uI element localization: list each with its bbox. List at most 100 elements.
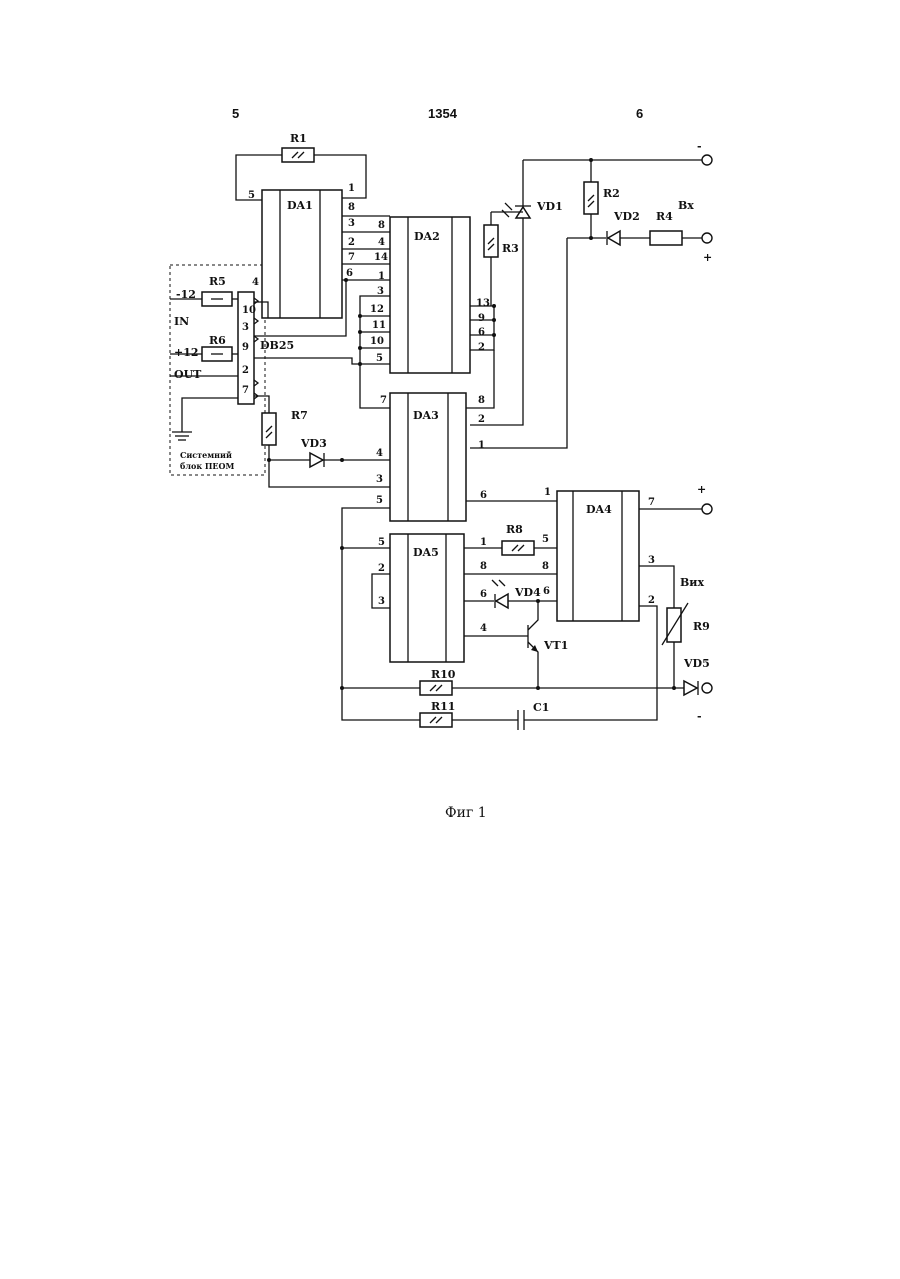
terminal-output-plus xyxy=(702,504,712,514)
terminal-input-plus-label: + xyxy=(703,251,712,264)
svg-text:8: 8 xyxy=(378,220,385,231)
svg-text:3: 3 xyxy=(348,218,355,229)
ic-da2-label: DA2 xyxy=(414,230,440,243)
resistor-r5-label: R5 xyxy=(209,275,226,288)
svg-text:6: 6 xyxy=(478,327,485,338)
resistor-r4 xyxy=(650,231,682,245)
svg-text:5: 5 xyxy=(376,353,383,364)
db25-label: DB25 xyxy=(260,339,294,352)
svg-text:7: 7 xyxy=(648,497,655,508)
db25-pin-10: 10 xyxy=(242,305,256,316)
svg-text:2: 2 xyxy=(348,237,355,248)
db25-pin-2: 2 xyxy=(242,365,249,376)
terminal-minus-top-label: - xyxy=(697,140,702,153)
svg-text:6: 6 xyxy=(480,589,487,600)
svg-text:1: 1 xyxy=(544,487,551,498)
ic-da3: DA3 7 8 2 1 4 3 5 6 xyxy=(376,393,487,521)
svg-text:2: 2 xyxy=(378,563,385,574)
header-right-number: 6 xyxy=(636,106,643,121)
diode-vd2-label: VD2 xyxy=(613,210,640,223)
svg-text:4: 4 xyxy=(480,623,487,634)
svg-text:3: 3 xyxy=(376,474,383,485)
diode-vd2 xyxy=(608,231,620,245)
resistor-r4-label: R4 xyxy=(656,210,673,223)
terminal-input-plus xyxy=(702,233,712,243)
svg-text:14: 14 xyxy=(374,252,388,263)
svg-text:2: 2 xyxy=(478,414,485,425)
svg-text:4: 4 xyxy=(378,237,385,248)
capacitor-c1-label: C1 xyxy=(533,701,549,714)
output-terminal-label: Вих xyxy=(680,576,704,589)
svg-text:9: 9 xyxy=(478,313,485,324)
ic-da1-label: DA1 xyxy=(287,199,313,212)
resistor-r11-label: R11 xyxy=(431,700,455,713)
diode-vd5-label: VD5 xyxy=(683,657,710,670)
diode-vd3-label: VD3 xyxy=(300,437,327,450)
svg-text:3: 3 xyxy=(378,596,385,607)
diode-vd4-label: VD4 xyxy=(514,586,541,599)
ic-da1: DA1 5 1 8 3 2 7 6 4 xyxy=(248,183,355,318)
svg-text:12: 12 xyxy=(370,304,384,315)
svg-text:4: 4 xyxy=(376,448,383,459)
svg-text:1: 1 xyxy=(348,183,355,194)
svg-text:1: 1 xyxy=(480,537,487,548)
header-left-number: 5 xyxy=(232,106,239,121)
svg-text:5: 5 xyxy=(542,534,549,545)
svg-text:5: 5 xyxy=(376,495,383,506)
resistor-r11 xyxy=(420,713,452,727)
system-block-label-2: блок ПЕОМ xyxy=(180,461,234,471)
svg-text:3: 3 xyxy=(648,555,655,566)
db25-pin-9: 9 xyxy=(242,342,249,353)
resistor-r1-label: R1 xyxy=(290,132,307,145)
plus12-label: +12 xyxy=(174,346,199,359)
svg-text:8: 8 xyxy=(542,561,549,572)
db25-pin-3: 3 xyxy=(242,322,249,333)
svg-text:5: 5 xyxy=(378,537,385,548)
resistor-r8 xyxy=(502,541,534,555)
in-label: IN xyxy=(174,315,189,328)
resistor-r2-label: R2 xyxy=(603,187,620,200)
ic-da5: DA5 5 2 3 1 8 6 4 xyxy=(378,534,487,662)
resistor-r7-label: R7 xyxy=(291,409,308,422)
resistor-r10-label: R10 xyxy=(431,668,456,681)
terminal-output-minus xyxy=(702,683,712,693)
header-page-number: 1354 xyxy=(428,106,458,121)
svg-text:6: 6 xyxy=(480,490,487,501)
figure-caption: Фиг 1 xyxy=(445,805,487,821)
resistor-r10 xyxy=(420,681,452,695)
svg-text:11: 11 xyxy=(372,320,386,331)
svg-text:1: 1 xyxy=(478,440,485,451)
svg-text:7: 7 xyxy=(348,252,355,263)
svg-text:2: 2 xyxy=(648,595,655,606)
svg-text:4: 4 xyxy=(252,277,259,288)
svg-text:8: 8 xyxy=(480,561,487,572)
ic-da4: DA4 1 7 5 8 6 3 2 xyxy=(542,487,655,621)
input-terminal-label: Вх xyxy=(678,199,694,212)
diode-vd1-label: VD1 xyxy=(536,200,563,213)
ic-da4-label: DA4 xyxy=(586,503,612,516)
svg-text:8: 8 xyxy=(348,202,355,213)
terminal-output-plus-label: + xyxy=(697,483,706,496)
db25-pin-7: 7 xyxy=(242,385,249,396)
resistor-r8-label: R8 xyxy=(506,523,523,536)
diode-vd4 xyxy=(496,594,508,608)
resistor-r9-label: R9 xyxy=(693,620,710,633)
resistor-r3-label: R3 xyxy=(502,242,519,255)
resistor-r1 xyxy=(282,148,314,162)
terminal-minus-top xyxy=(702,155,712,165)
svg-text:6: 6 xyxy=(346,268,353,279)
resistor-r6-label: R6 xyxy=(209,334,226,347)
svg-text:10: 10 xyxy=(370,336,384,347)
svg-text:2: 2 xyxy=(478,342,485,353)
svg-text:7: 7 xyxy=(380,395,387,406)
ic-da5-label: DA5 xyxy=(413,546,439,559)
system-block-label-1: Системний xyxy=(180,450,232,460)
out-label: OUT xyxy=(174,368,202,381)
terminal-output-minus-label: - xyxy=(697,710,702,723)
diode-vd3 xyxy=(310,453,323,467)
svg-text:6: 6 xyxy=(543,586,550,597)
diode-vd5 xyxy=(684,681,697,695)
svg-text:8: 8 xyxy=(478,395,485,406)
